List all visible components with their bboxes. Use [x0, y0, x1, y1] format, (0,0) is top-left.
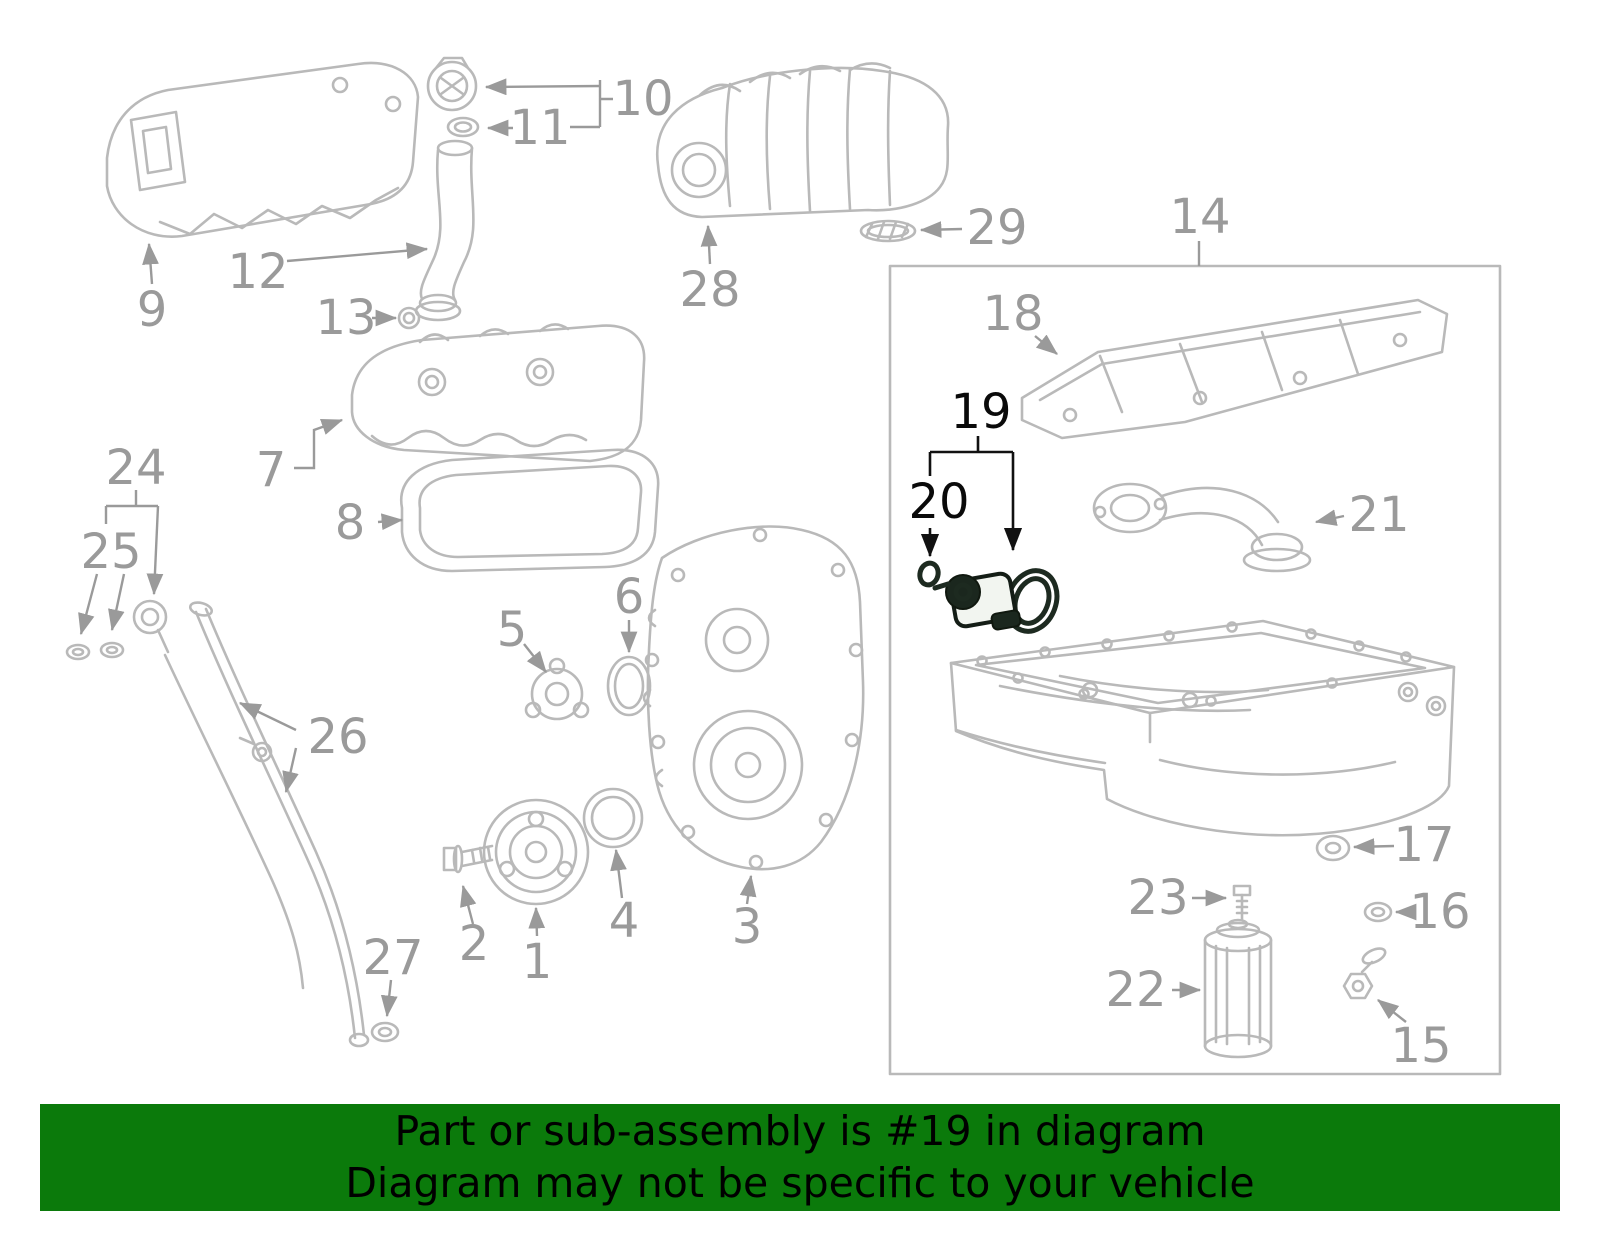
windage-tray-art [1020, 298, 1449, 440]
oil-filler-cap-art [426, 56, 480, 138]
part-label-20-highlighted: 20 [908, 474, 970, 530]
engine-parts-diagram-art [65, 56, 1502, 1076]
part-label-19-highlighted: 19 [950, 384, 1012, 440]
part-label-15: 15 [1390, 1018, 1452, 1074]
part-label-29: 29 [966, 200, 1028, 256]
part-label-25: 25 [80, 524, 142, 580]
oil-filler-tube-art [397, 139, 475, 330]
part-label-4: 4 [608, 893, 640, 949]
part-label-9: 9 [136, 282, 168, 338]
part-label-1: 1 [521, 934, 553, 990]
oil-pickup-tube-art [1092, 482, 1312, 573]
part-label-8: 8 [334, 495, 366, 551]
valve-cover-right-art [350, 323, 646, 463]
part-label-7: 7 [255, 442, 287, 498]
manifold-gasket-art [859, 219, 917, 243]
bolt-23-art [1232, 884, 1252, 922]
part-label-12: 12 [227, 244, 289, 300]
part-label-21: 21 [1348, 487, 1410, 543]
oil-pan-group-box [888, 264, 1502, 1076]
banner-line-1: Part or sub-assembly is #19 in diagram [394, 1106, 1206, 1155]
part-label-28: 28 [679, 262, 741, 318]
part-label-27: 27 [362, 930, 424, 986]
o-ring-20-art [917, 560, 941, 588]
highlight-banner: Part or sub-assembly is #19 in diagram D… [40, 1104, 1560, 1211]
banner-line-2: Diagram may not be specific to your vehi… [345, 1158, 1255, 1207]
part-label-18: 18 [982, 286, 1044, 342]
part-label-17: 17 [1393, 817, 1455, 873]
highlighted-part-19-art [932, 568, 1060, 634]
oil-filter-art [1203, 918, 1273, 1059]
part-label-24: 24 [105, 440, 167, 496]
drain-plug-art [1342, 947, 1387, 1000]
oil-pan-art [949, 619, 1456, 837]
part-label-11: 11 [509, 100, 571, 156]
part-label-13: 13 [315, 290, 377, 346]
part-label-2: 2 [458, 916, 490, 972]
grommet-17-art [1315, 834, 1351, 862]
crank-seal-art [582, 787, 644, 849]
valve-cover-left-art [105, 61, 420, 238]
part-label-6: 6 [613, 569, 645, 625]
part-label-22: 22 [1105, 962, 1167, 1018]
valve-cover-gasket-art [399, 448, 660, 573]
dipstick-art [65, 599, 305, 990]
plate-gasket-art [606, 655, 652, 717]
dipstick-tube-art [188, 601, 400, 1048]
part-label-5: 5 [496, 602, 528, 658]
part-label-23: 23 [1127, 870, 1189, 926]
intake-manifold-art [655, 62, 950, 219]
crank-pulley-art [482, 798, 590, 906]
pulley-bolt-art [442, 844, 494, 874]
part-label-14: 14 [1169, 189, 1231, 245]
part-label-16: 16 [1409, 884, 1471, 940]
part-label-10: 10 [612, 71, 674, 127]
part-label-3: 3 [731, 899, 763, 955]
part-label-26: 26 [307, 709, 369, 765]
cover-plate-art [524, 657, 590, 721]
washer-16-art [1363, 901, 1393, 923]
timing-cover-art [642, 525, 865, 871]
